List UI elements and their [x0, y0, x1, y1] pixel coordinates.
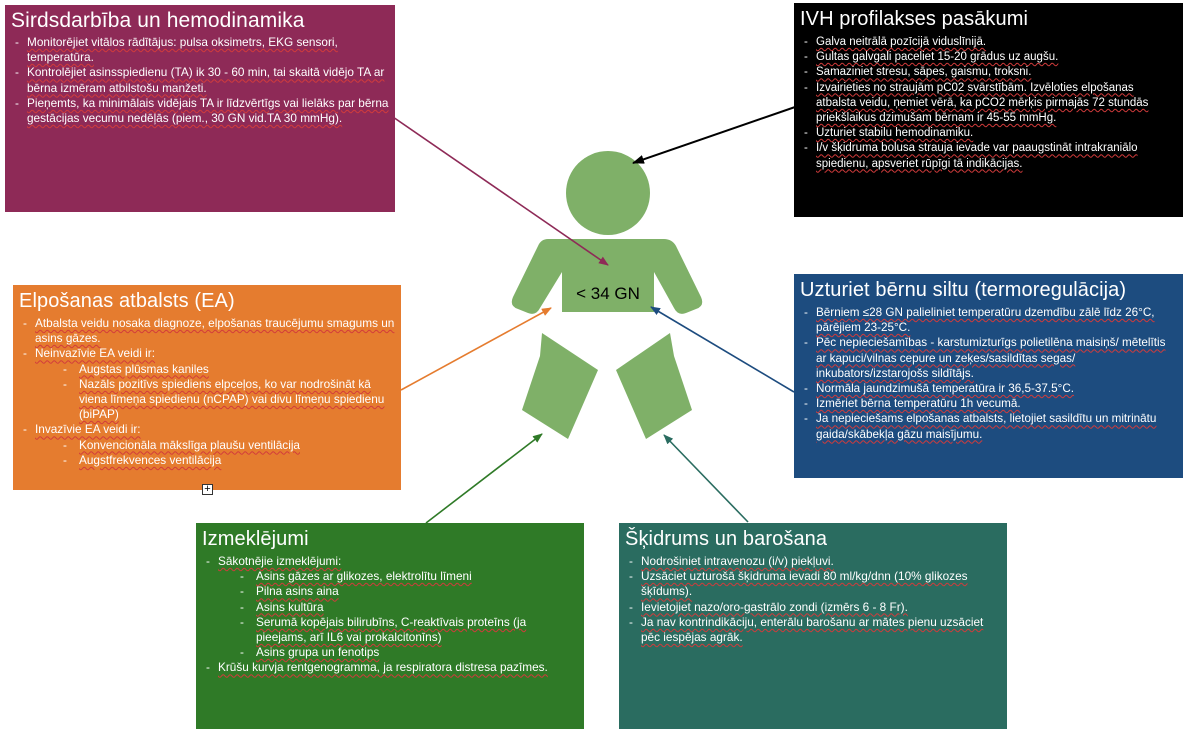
ivh-list: -Galva neitrālā pozīcijā viduslīnijā. -G…	[800, 35, 1177, 172]
list-item: -Atbalsta veidu nosaka diagnoze, elpošan…	[23, 316, 395, 346]
list-item: -Invazīvie EA veidi ir:	[23, 422, 141, 437]
arrow-thermo	[650, 306, 795, 393]
thermo-title: Uzturiet bērnu siltu (termoregulācija)	[800, 279, 1127, 301]
list-item: -Uzsāciet uzturošā šķidruma ievadi 80 ml…	[629, 569, 968, 599]
list-item: -Serumā kopējais bilirubīns, C-reaktīvai…	[240, 614, 527, 645]
list-item: -Neinvazīvie EA veidi ir:	[23, 346, 155, 361]
arrow-fluids	[663, 434, 749, 523]
gestation-label: < 34 GN	[576, 284, 640, 303]
list-item: -Ievietojiet nazo/oro-gastrālo zondi (iz…	[629, 599, 908, 614]
list-item: -Monitorējiet vitālos rādītājus: pulsa o…	[15, 35, 338, 65]
fluids-list: -Nodrošiniet intravenozu (i/v) piekļuvi.…	[625, 554, 1001, 645]
list-item: -Krūšu kurvja rentgenogramma, ja respira…	[206, 660, 548, 675]
arrow-resp	[400, 307, 552, 391]
arrow-cardio	[392, 116, 609, 266]
list-item: -Ja nav kontrindikāciju, enterālu baroša…	[629, 614, 984, 645]
list-item: -Pilna asins aina	[240, 584, 339, 599]
list-item: -Samaziniet stresu, sāpes, gaismu, troks…	[804, 66, 1032, 79]
list-item: -Nazāls pozitīvs spiediens elpceļos, ko …	[63, 376, 385, 422]
resp-box: Elpošanas atbalsts (EA) -Atbalsta veidu …	[13, 285, 401, 490]
cardio-box: Sirdsdarbība un hemodinamika -Monitorēji…	[5, 5, 395, 212]
list-item: -Asins grupa un fenotips	[240, 645, 380, 660]
list-item: -Asins gāzes ar glikozes, elektrolītu lī…	[240, 569, 472, 584]
fluids-box: Šķidrums un barošana -Nodrošiniet intrav…	[619, 523, 1007, 729]
list-item: -Ja nepieciešams elpošanas atbalsts, lie…	[804, 412, 1157, 441]
resp-list: -Atbalsta veidu nosaka diagnoze, elpošan…	[19, 316, 395, 468]
list-item: -Augstas plūsmas kaniles	[63, 361, 209, 376]
list-item: -Nodrošiniet intravenozu (i/v) piekļuvi.	[629, 554, 834, 568]
cardio-list: -Monitorējiet vitālos rādītājus: pulsa o…	[11, 35, 389, 126]
baby-left-leg	[522, 333, 598, 439]
ivh-title: IVH profilakses pasākumi	[800, 8, 1029, 30]
list-item: -Galva neitrālā pozīcijā viduslīnijā.	[804, 36, 987, 48]
baby-head	[566, 151, 650, 235]
list-item: -I/v šķidruma bolusa strauja ievade var …	[804, 142, 1138, 170]
list-item: -Sākotnējie izmeklējumi:	[206, 554, 342, 568]
list-item: -Bērniem ≤28 GN palieliniet temperatūru …	[804, 306, 1155, 335]
baby-right-leg	[616, 333, 692, 439]
list-item: -Kontrolējiet asinsspiedienu (TA) ik 30 …	[15, 65, 385, 95]
fluids-title: Šķidrums un barošana	[625, 528, 828, 550]
list-item: -Izvairieties no straujām pC02 svārstībā…	[804, 81, 1149, 125]
list-item: -Izmēriet bērna temperatūru 1h vecumā.	[804, 397, 1021, 411]
list-item: -Pieņemts, ka minimālais vidējais TA ir …	[15, 95, 389, 126]
resp-title: Elpošanas atbalsts (EA)	[19, 290, 235, 312]
tests-title: Izmeklējumi	[202, 528, 309, 550]
thermo-box: Uzturiet bērnu siltu (termoregulācija) -…	[794, 274, 1183, 478]
list-item: -Konvencionāla mākslīga plaušu ventilāci…	[63, 437, 300, 452]
arrow-ivh	[632, 105, 799, 164]
list-item: -Augstfrekvences ventilācija	[63, 452, 222, 467]
list-item: -Asins kultūra	[240, 599, 324, 614]
thermo-list: -Bērniem ≤28 GN palieliniet temperatūru …	[800, 305, 1177, 442]
list-item: -Gultas galvgali paceliet 15-20 grādus u…	[804, 51, 1059, 64]
baby-torso	[511, 239, 703, 314]
expand-icon[interactable]: +	[202, 484, 213, 495]
tests-box: Izmeklējumi -Sākotnējie izmeklējumi: -As…	[196, 523, 584, 729]
ivh-box: IVH profilakses pasākumi -Galva neitrālā…	[794, 3, 1183, 217]
list-item: -Pēc nepieciešamības - karstumizturīgs p…	[804, 336, 1166, 380]
list-item: -Uzturiet stabilu hemodinamiku.	[804, 127, 974, 140]
tests-list: -Sākotnējie izmeklējumi: -Asins gāzes ar…	[202, 554, 578, 676]
cardio-title: Sirdsdarbība un hemodinamika	[11, 9, 305, 32]
arrow-tests	[425, 433, 543, 524]
baby-figure	[511, 151, 703, 439]
list-item: -Normāla jaundzimušā temperatūra ir 36,5…	[804, 382, 1075, 396]
